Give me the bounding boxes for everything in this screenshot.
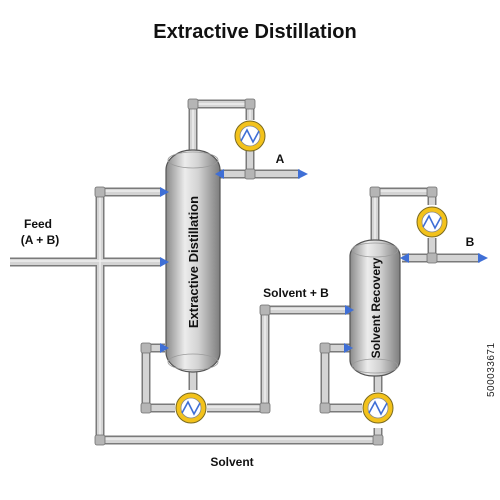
solvent-label: Solvent: [210, 455, 253, 469]
condenser-1-icon: [234, 120, 266, 152]
arrow-solvent-b-in-icon: [345, 305, 354, 315]
arrow-product-a-icon: [298, 169, 308, 179]
arrow-reflux-1-icon: [160, 343, 169, 353]
pipe-network: [10, 98, 480, 446]
solvent-plus-b-label: Solvent + B: [263, 286, 329, 300]
diagram-title: Extractive Distillation: [153, 21, 356, 43]
arrow-reflux-top-1-icon: [215, 169, 224, 179]
reboiler-1-icon: [175, 392, 207, 424]
arrow-reflux-2-icon: [344, 343, 353, 353]
feed-label: Feed: [24, 217, 52, 231]
column-1-label: Extractive Distillation: [186, 196, 201, 328]
arrow-reflux-top-2-icon: [400, 253, 409, 263]
product-a-label: A: [276, 152, 285, 166]
solvent-recovery-column: Solvent Recovery: [349, 239, 401, 377]
product-b-label: B: [466, 235, 475, 249]
arrow-product-b-icon: [478, 253, 488, 263]
arrow-feed-in-icon: [160, 257, 169, 267]
flow-arrows: [160, 169, 488, 353]
reboiler-2-icon: [362, 392, 394, 424]
feed-composition-label: (A + B): [21, 233, 60, 247]
column-2-label: Solvent Recovery: [369, 257, 383, 358]
condenser-2-icon: [416, 206, 448, 238]
stock-image-id: 500033671: [486, 342, 497, 398]
extractive-distillation-column: Extractive Distillation: [165, 149, 221, 373]
arrow-solvent-in-icon: [160, 187, 169, 197]
